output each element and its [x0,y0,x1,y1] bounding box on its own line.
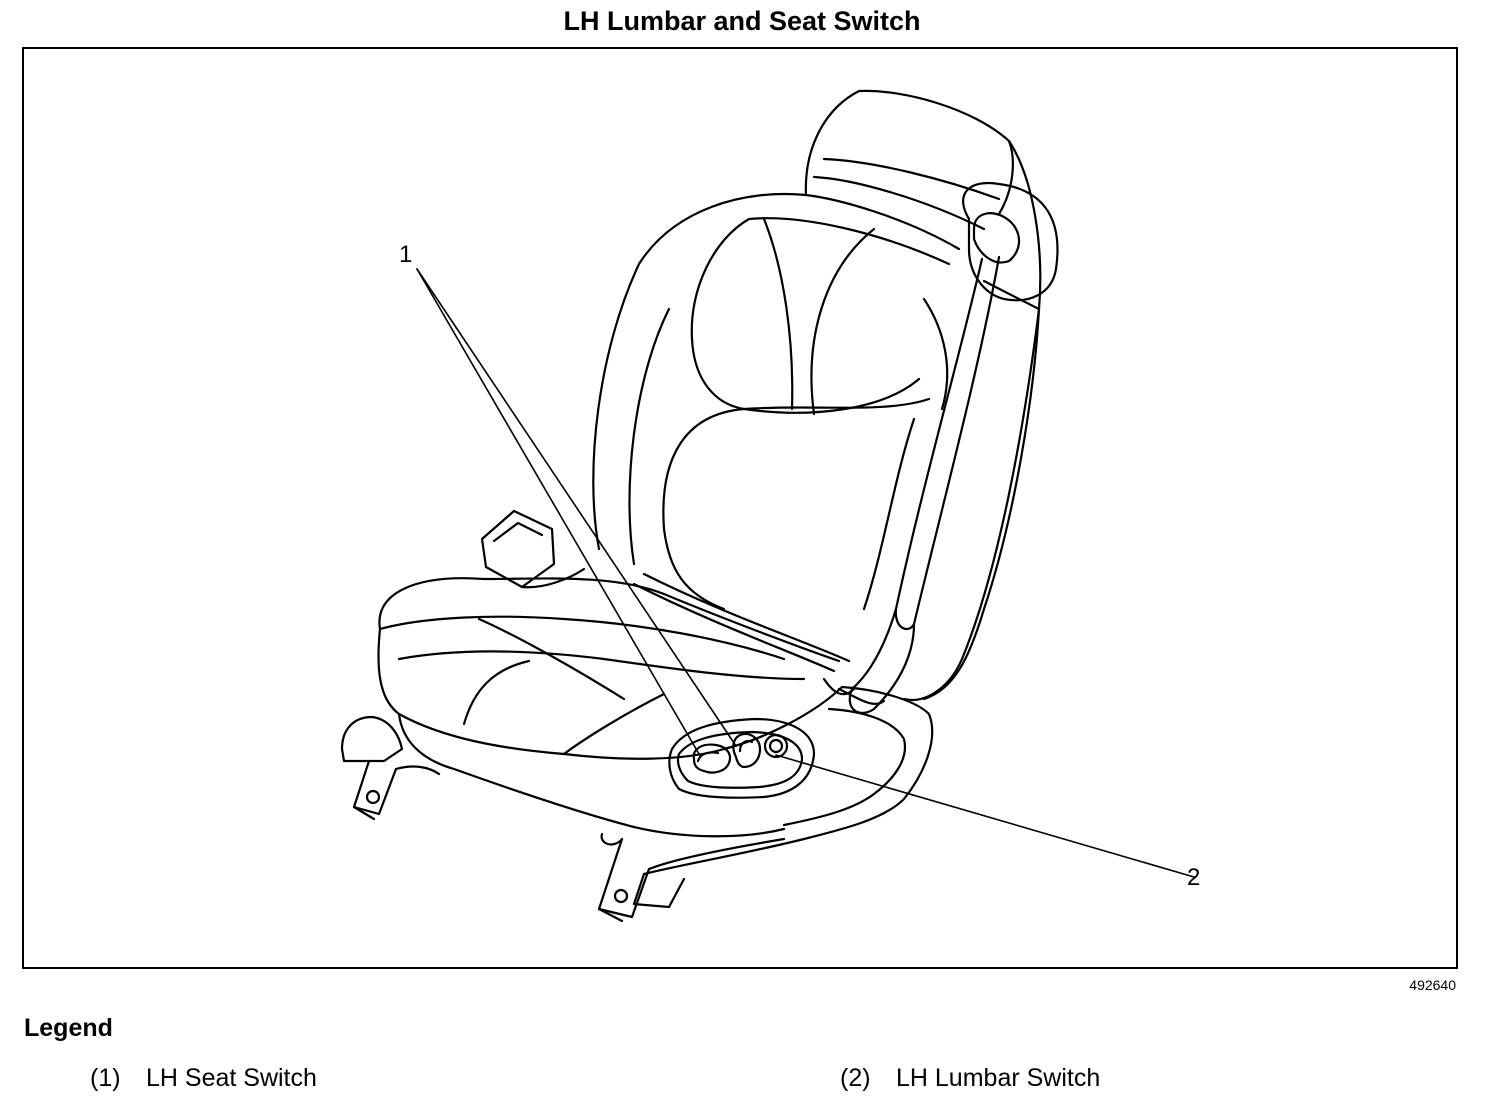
lh-lumbar-switch [763,733,789,759]
seat-track [340,715,786,923]
seat-cushion [377,577,844,838]
callout-2: 2 [1187,864,1201,891]
legend-heading: Legend [24,1014,113,1042]
seat-belt [632,181,1059,714]
legend-item-label: LH Seat Switch [146,1064,317,1092]
diagram-title: LH Lumbar and Seat Switch [563,6,921,36]
seat-belt-buckle [480,509,586,589]
callout-1: 1 [399,241,413,268]
legend-item-1: (1) LH Seat Switch [90,1064,317,1093]
side-shield [600,685,934,909]
illustration-frame: 1 2 [22,47,1458,969]
seat-back [592,139,1042,702]
callout-leaders [416,268,1195,878]
legend-item-2: (2) LH Lumbar Switch [840,1064,1100,1093]
lh-seat-switch [692,732,762,774]
headrest [804,89,1014,251]
legend-item-number: (1) [90,1064,121,1092]
figure-id: 492640 [1409,977,1456,993]
legend-item-label: LH Lumbar Switch [896,1064,1101,1092]
seat-illustration [340,89,1195,923]
legend-item-number: (2) [840,1064,871,1092]
